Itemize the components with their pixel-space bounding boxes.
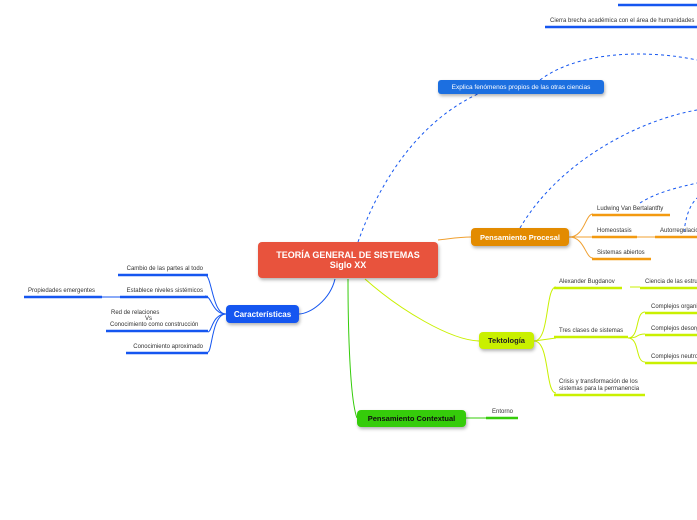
leaf-niveles[interactable]: Establece niveles sistémicos xyxy=(126,288,203,294)
leaf-vs: Vs xyxy=(145,316,153,322)
leaf-complejos-neutros[interactable]: Complejos neutros xyxy=(651,354,697,360)
leaf-red-relaciones[interactable]: Red de relaciones xyxy=(111,310,160,316)
leaf-conocimiento-aproximado[interactable]: Conocimiento aproximado xyxy=(133,344,203,350)
leaf-bugdanov[interactable]: Alexander Bugdanov xyxy=(559,279,615,285)
leaf-crisis-1[interactable]: Crisis y transformación de los xyxy=(559,379,638,385)
leaf-brecha[interactable]: Cierra brecha académica con el área de h… xyxy=(550,18,695,24)
central-title: TEORÍA GENERAL DE SISTEMAS xyxy=(276,250,420,260)
leaf-conocimiento-construccion[interactable]: Conocimiento como construcción xyxy=(110,322,199,328)
leaf-crisis-2[interactable]: sistemas para la permanencia xyxy=(559,386,640,392)
topic-caracteristicas[interactable]: Características xyxy=(226,305,299,323)
leaf-sistemas-abiertos[interactable]: Sistemas abiertos xyxy=(597,250,645,256)
central-subtitle: Siglo XX xyxy=(329,260,367,270)
leaf-homeostasis[interactable]: Homeostasis xyxy=(597,228,632,234)
topic-tektologia[interactable]: Tektología xyxy=(479,332,534,349)
leaf-autorregulacion[interactable]: Autorregulación xyxy=(660,228,697,234)
leaf-tres-clases[interactable]: Tres clases de sistemas xyxy=(559,328,624,334)
leaf-complejos-organizados[interactable]: Complejos organizados xyxy=(651,304,697,310)
leaf-propiedades-emergentes[interactable]: Propiedades emergentes xyxy=(28,288,96,294)
explica-fenomenos-topic[interactable]: Explica fenómenos propios de las otras c… xyxy=(438,80,604,94)
central-topic[interactable]: TEORÍA GENERAL DE SISTEMAS Siglo XX xyxy=(258,242,438,278)
leaf-entorno[interactable]: Entorno xyxy=(492,409,514,415)
leaf-ciencia-estructuras[interactable]: Ciencia de las estructuras xyxy=(645,279,697,285)
topic-pensamiento-contextual[interactable]: Pensamiento Contextual xyxy=(357,410,466,427)
leaf-complejos-desorganizados[interactable]: Complejos desorganizados xyxy=(651,326,697,332)
leaf-bertalanffy[interactable]: Ludwing Van Bertalantfty xyxy=(597,206,664,212)
leaf-cambio-partes[interactable]: Cambio de las partes al todo xyxy=(126,266,203,272)
topic-pensamiento-procesal[interactable]: Pensamiento Procesal xyxy=(471,228,569,246)
